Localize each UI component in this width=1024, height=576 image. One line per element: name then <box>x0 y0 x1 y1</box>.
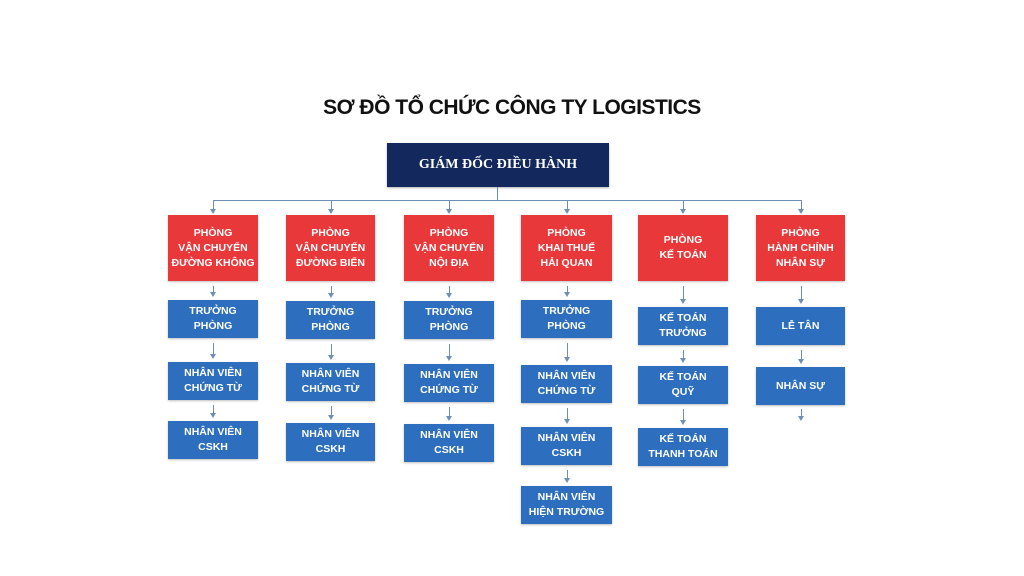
arrow-icon <box>446 293 452 298</box>
connector-to-department <box>566 200 568 210</box>
connector-to-role <box>683 409 684 423</box>
arrow-icon <box>797 299 804 304</box>
department-box: PHÒNG VẬN CHUYỂN ĐƯỜNG KHÔNG <box>168 215 258 281</box>
department-box: PHÒNG VẬN CHUYỂN ĐƯỜNG BIỂN <box>286 215 375 281</box>
arrow-icon <box>680 420 686 425</box>
connector-to-role <box>566 286 568 295</box>
connector-to-role <box>683 286 684 302</box>
role-box: NHÂN VIÊN CSKH <box>168 421 258 459</box>
director-label: GIÁM ĐỐC ĐIỀU HÀNH <box>418 157 578 172</box>
connector-to-department <box>449 200 450 210</box>
department-box: PHÒNG KẾ TOÁN <box>638 215 728 281</box>
arrow-icon <box>680 358 686 363</box>
chart-title: SƠ ĐỒ TỔ CHỨC CÔNG TY LOGISTICS <box>323 96 701 119</box>
arrow-icon <box>327 209 334 214</box>
connector-to-role <box>213 405 214 416</box>
connector-to-role <box>800 350 802 362</box>
connector-to-role <box>330 406 332 418</box>
department-box: PHÒNG KHAI THUẾ HẢI QUAN <box>521 215 612 281</box>
connector-to-role <box>449 286 450 296</box>
role-box: TRƯỞNG PHÒNG <box>404 301 494 339</box>
arrow-icon <box>446 356 452 361</box>
connector-to-role <box>213 343 214 357</box>
connector-trailing <box>800 409 802 417</box>
connector-to-role <box>330 344 332 358</box>
role-box: LỄ TÂN <box>756 307 845 345</box>
role-box: NHÂN VIÊN CHỨNG TỪ <box>521 365 612 403</box>
director-box: GIÁM ĐỐC ĐIỀU HÀNH <box>387 143 609 187</box>
role-box: NHÂN VIÊN CHỨNG TỪ <box>168 362 258 400</box>
arrow-icon <box>210 354 216 359</box>
role-box: NHÂN VIÊN CHỨNG TỪ <box>286 363 375 401</box>
arrow-icon <box>563 357 570 362</box>
arrow-icon <box>210 413 216 418</box>
role-box: TRƯỞNG PHÒNG <box>521 300 612 338</box>
arrow-icon <box>210 292 216 297</box>
arrow-icon <box>210 209 216 214</box>
arrow-icon <box>563 292 570 297</box>
role-box: NHÂN VIÊN CSKH <box>404 424 494 462</box>
connector-to-role <box>566 408 568 422</box>
arrow-icon <box>327 293 334 298</box>
connector-to-role <box>449 344 450 359</box>
connector-to-department <box>330 200 332 210</box>
role-box: NHÂN VIÊN HIỆN TRƯỜNG <box>521 486 612 524</box>
connector-director-down <box>497 187 498 200</box>
arrow-icon <box>797 416 804 421</box>
arrow-icon <box>680 209 686 214</box>
connector-to-department <box>800 200 802 210</box>
arrow-icon <box>327 355 334 360</box>
role-box: NHÂN VIÊN CSKH <box>286 423 375 461</box>
arrow-icon <box>563 419 570 424</box>
connector-horizontal <box>213 200 801 201</box>
connector-to-role <box>800 286 802 302</box>
department-box: PHÒNG VẬN CHUYỂN NỘI ĐỊA <box>404 215 494 281</box>
arrow-icon <box>327 415 334 420</box>
role-box: NHÂN VIÊN CSKH <box>521 427 612 465</box>
arrow-icon <box>563 209 570 214</box>
arrow-icon <box>446 209 452 214</box>
arrow-icon <box>446 416 452 421</box>
role-box: TRƯỞNG PHÒNG <box>286 301 375 339</box>
connector-to-department <box>213 200 214 210</box>
connector-to-role <box>330 286 332 296</box>
arrow-icon <box>680 299 686 304</box>
arrow-icon <box>797 359 804 364</box>
role-box: KẾ TOÁN QUỸ <box>638 366 728 404</box>
arrow-icon <box>797 209 804 214</box>
connector-to-role <box>213 286 214 295</box>
connector-to-role <box>566 470 568 481</box>
role-box: TRƯỞNG PHÒNG <box>168 300 258 338</box>
role-box: NHÂN VIÊN CHỨNG TỪ <box>404 364 494 402</box>
role-box: KẾ TOÁN THANH TOÁN <box>638 428 728 466</box>
connector-to-role <box>683 350 684 361</box>
connector-to-role <box>449 407 450 419</box>
role-box: KẾ TOÁN TRƯỞNG <box>638 307 728 345</box>
connector-to-department <box>683 200 684 210</box>
department-box: PHÒNG HÀNH CHÍNH NHÂN SỰ <box>756 215 845 281</box>
arrow-icon <box>563 478 570 483</box>
role-box: NHÂN SỰ <box>756 367 845 405</box>
connector-to-role <box>566 343 568 360</box>
